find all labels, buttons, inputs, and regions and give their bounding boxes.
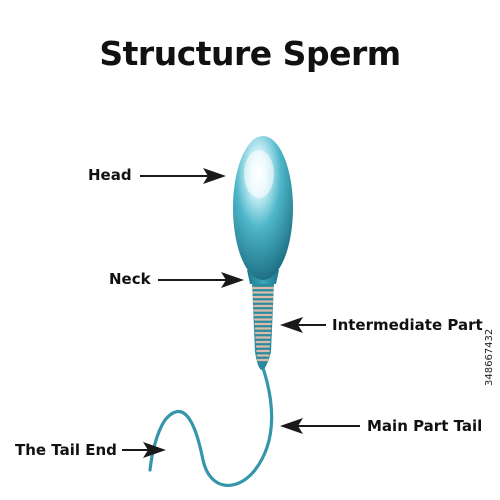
head-arrow — [140, 168, 226, 184]
main-part-tail-label: Main Part Tail — [367, 417, 483, 435]
diagram-title: Structure Sperm — [99, 34, 401, 73]
main-part-tail-arrow — [280, 418, 360, 434]
watermark-id: 348667432 — [484, 328, 495, 386]
intermediate-part-arrow — [280, 317, 326, 333]
sperm-tail — [148, 363, 274, 487]
intermediate-part-label: Intermediate Part — [332, 316, 483, 334]
neck-arrow — [158, 272, 244, 288]
sperm-midpiece — [251, 282, 275, 370]
head-highlight — [244, 150, 274, 198]
tail-end-label: The Tail End — [15, 441, 117, 459]
tail-end-arrow — [122, 442, 166, 458]
head-label: Head — [88, 166, 132, 184]
neck-label: Neck — [109, 270, 151, 288]
